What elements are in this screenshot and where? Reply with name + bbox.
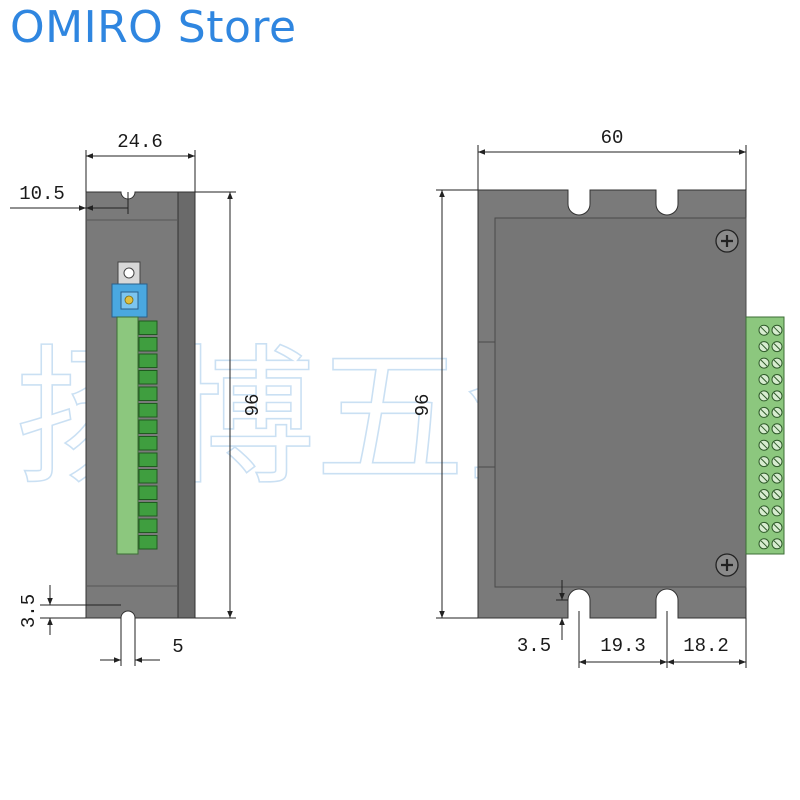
- dim-front-width: 60: [601, 127, 624, 149]
- terminal-screw-slot: [773, 376, 781, 383]
- dim-front-slot-edge: 18.2: [683, 635, 729, 657]
- terminal-screw-slot: [773, 359, 781, 367]
- dim-front-slot-depth: 3.5: [517, 635, 551, 657]
- terminal-screw-slot: [760, 474, 768, 482]
- terminal-screw-slot: [760, 540, 768, 548]
- terminal-screw-slot: [773, 441, 781, 449]
- terminal-screw-slot: [760, 376, 768, 383]
- terminal-block: [138, 353, 158, 368]
- terminal-screw-slot: [773, 343, 781, 350]
- dim-side-slot-offset: 10.5: [19, 183, 65, 205]
- terminal-screw-slot: [773, 458, 781, 465]
- terminal-screw-slot: [760, 392, 768, 400]
- screw-icon: [715, 229, 739, 253]
- terminal-screw-slot: [760, 343, 768, 350]
- front-view: 60 96 3.5 19.3 18.2: [412, 127, 785, 668]
- terminal-block: [138, 370, 158, 385]
- terminal-screw-slot: [773, 524, 781, 531]
- side-terminal-blocks: [138, 320, 158, 550]
- dim-side-height: 96: [242, 394, 264, 417]
- terminal-screw-slot: [773, 474, 781, 482]
- terminal-screw-slot: [760, 409, 768, 416]
- terminal-block: [138, 320, 158, 335]
- terminal-block: [138, 403, 158, 418]
- dim-front-slot-spacing: 19.3: [600, 635, 646, 657]
- front-terminal-screws: [758, 324, 783, 550]
- terminal-screw-slot: [773, 507, 781, 515]
- terminal-screw-slot: [760, 458, 768, 465]
- terminal-block: [138, 469, 158, 484]
- terminal-screw-slot: [760, 441, 768, 449]
- terminal-block: [138, 436, 158, 451]
- dim-front-height: 96: [412, 394, 434, 417]
- terminal-screw-slot: [773, 491, 781, 498]
- dim-side-slot-depth: 3.5: [18, 594, 40, 628]
- terminal-block: [138, 535, 158, 550]
- terminal-block: [138, 518, 158, 533]
- terminal-screw-slot: [773, 392, 781, 400]
- terminal-screw-slot: [773, 425, 781, 433]
- store-title: OMIRO Store: [10, 2, 297, 53]
- side-terminal-strip: [116, 316, 139, 555]
- terminal-screw-slot: [760, 326, 768, 334]
- terminal-block: [138, 419, 158, 434]
- terminal-screw-slot: [773, 326, 781, 334]
- terminal-screw-slot: [760, 359, 768, 367]
- terminal-screw-slot: [760, 491, 768, 498]
- dim-side-width: 24.6: [117, 131, 163, 153]
- terminal-block: [138, 502, 158, 517]
- terminal-screw-slot: [760, 524, 768, 531]
- terminal-block: [138, 386, 158, 401]
- side-panel: [177, 191, 196, 619]
- terminal-block: [138, 452, 158, 467]
- front-face-panel: [494, 217, 747, 588]
- terminal-screw-slot: [773, 409, 781, 416]
- screw-icon: [715, 553, 739, 577]
- terminal-block: [138, 337, 158, 352]
- terminal-screw-slot: [760, 507, 768, 515]
- terminal-screw-slot: [773, 540, 781, 548]
- terminal-block: [138, 485, 158, 500]
- front-terminal-strip: [745, 316, 785, 555]
- side-view: 24.6 10.5 96 3.5 5: [10, 131, 264, 666]
- dim-side-slot-width: 5: [172, 636, 183, 658]
- terminal-screw-slot: [760, 425, 768, 433]
